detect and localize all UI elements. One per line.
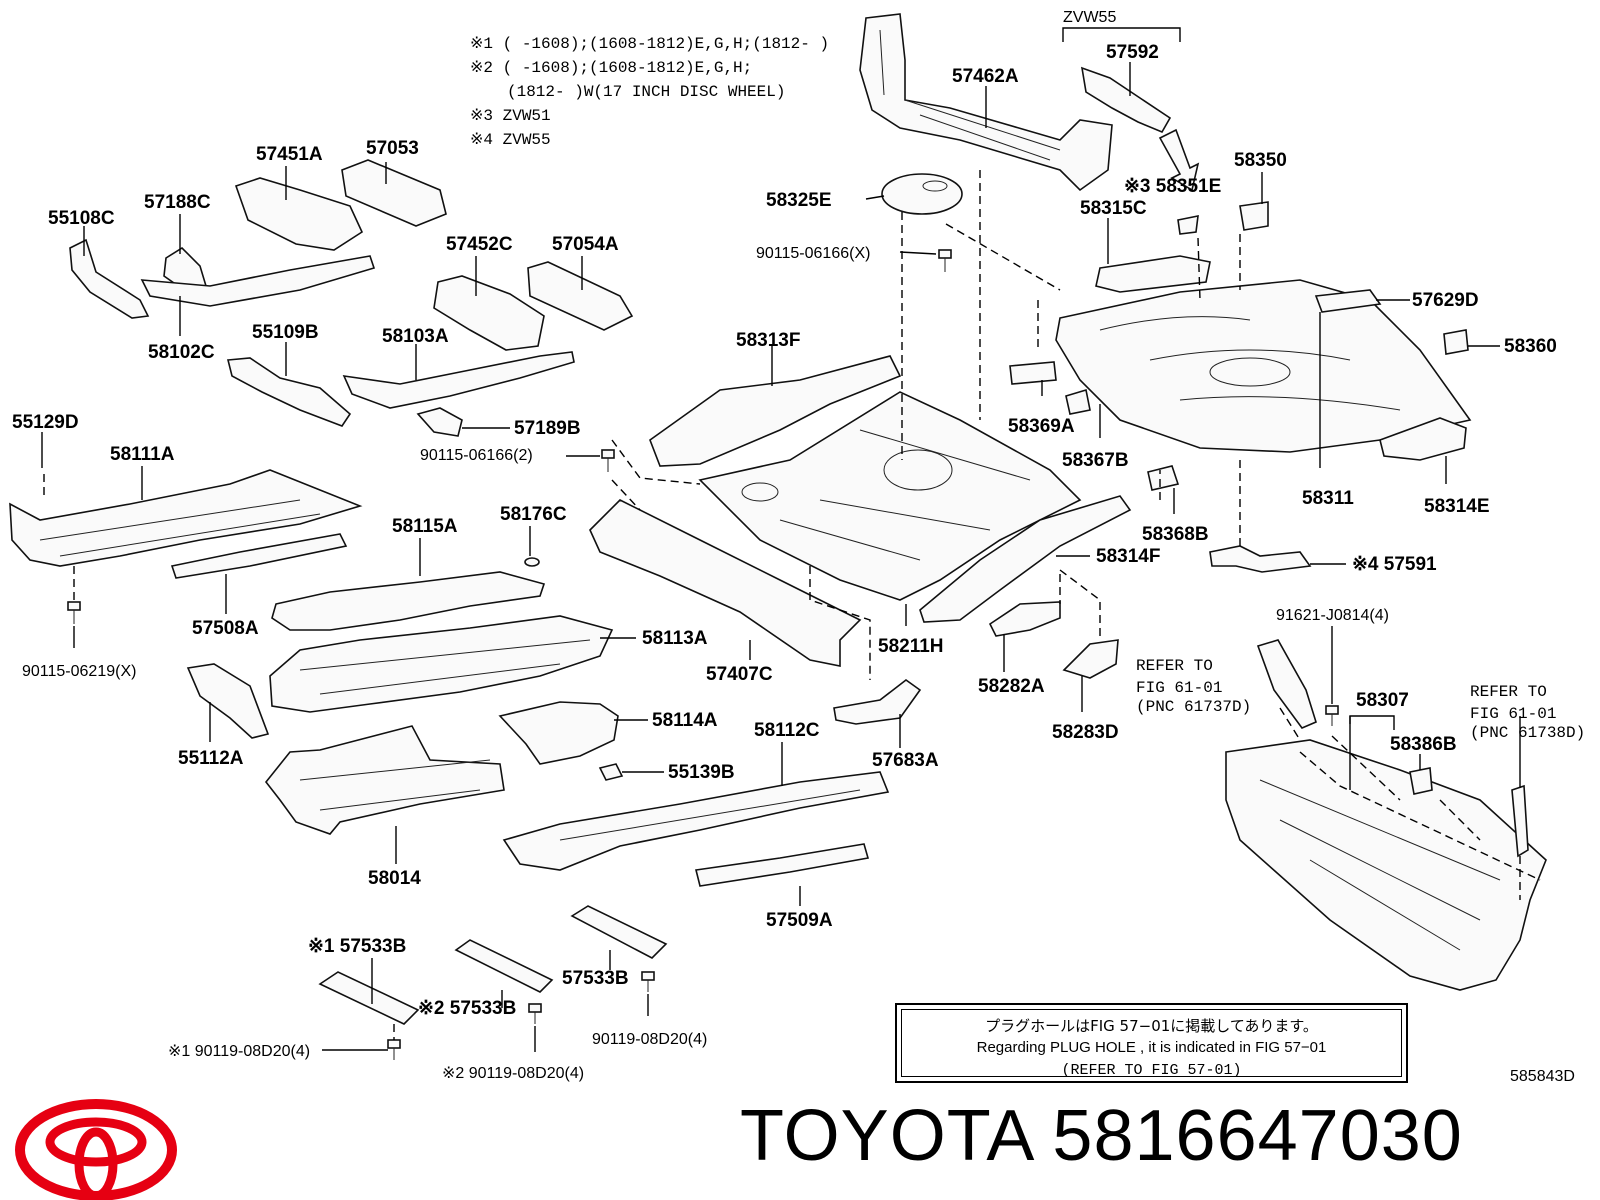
part-number: 5816647030 [1052,1096,1463,1176]
part-label-57188C: 57188C [144,192,211,213]
part-label-57189B: 57189B [514,418,581,439]
clip-icon [524,557,540,567]
brand-part-number: TOYOTA 5816647030 [740,1095,1463,1177]
note-1: ※1 ( -1608);(1608-1812)E,G,H;(1812- ) [470,35,829,53]
part-labels: 57592 57462A 58350 ※3 58351E 58325E 5831… [12,42,1557,1082]
part-label-58313F: 58313F [736,330,800,351]
bolt-icon [387,1039,401,1060]
part-label-58283D: 58283D [1052,722,1119,743]
part-label-57533B-3: 57533B [562,968,629,989]
part-label-57592: 57592 [1106,42,1159,63]
part-label-57533B-2: ※2 57533B [418,998,516,1019]
arrow-icon [1158,128,1200,192]
refer-line-3: (PNC 61737D) [1136,698,1251,716]
part-label-57054A: 57054A [552,234,619,255]
part-label-90115-06166X: 90115-06166(X) [756,245,870,262]
refer-line-2: FIG 61-01 [1136,679,1222,697]
part-label-57462A: 57462A [952,66,1019,87]
group-label: ZVW55 [1063,9,1116,26]
part-label-57407C: 57407C [706,664,773,685]
part-label-55109B: 55109B [252,322,319,343]
part-label-55108C: 55108C [48,208,115,229]
refer-line-1: REFER TO [1136,657,1213,675]
part-label-58369A: 58369A [1008,416,1075,437]
part-label-55112A: 55112A [178,748,244,769]
refer-line-1: REFER TO [1470,683,1547,701]
bolt-icon [938,249,952,272]
part-label-58315C: 58315C [1080,198,1147,219]
part-label-58311: 58311 [1302,488,1354,509]
part-label-58115A: 58115A [392,516,458,537]
part-label-55139B: 55139B [668,762,735,783]
note-4: ※4 ZVW55 [470,131,551,149]
brand-name: TOYOTA [740,1096,1032,1176]
applicability-notes: ※1 ( -1608);(1608-1812)E,G,H;(1812- ) ※2… [470,35,829,149]
part-label-90115-06166-2: 90115-06166(2) [420,447,533,464]
note-2: ※2 ( -1608);(1608-1812)E,G,H; [470,59,752,77]
refer-note-61738D: REFER TO FIG 61-01 (PNC 61738D) [1470,683,1585,742]
fasteners [67,249,1339,1060]
part-label-58176C: 58176C [500,504,567,525]
refer-line-3: (PNC 61738D) [1470,724,1585,742]
part-label-58386B: 58386B [1390,734,1457,755]
bolt-icon [528,1003,542,1024]
part-label-58282A: 58282A [978,676,1045,697]
part-label-58351E: ※3 58351E [1124,176,1221,197]
part-label-90119-08D20-a: 90119-08D20(4) [592,1031,707,1048]
part-label-57053: 57053 [366,138,419,159]
part-label-58368B: 58368B [1142,524,1209,545]
part-label-55129D: 55129D [12,412,79,433]
part-label-58350: 58350 [1234,150,1287,171]
part-label-58102C: 58102C [148,342,215,363]
leader-lines [41,62,1521,1052]
part-label-57591: ※4 57591 [1352,554,1437,575]
part-label-90119-08D20-1: ※1 90119-08D20(4) [168,1043,310,1060]
bolt-icon [67,601,81,624]
part-label-57508A: 57508A [192,618,259,639]
plug-hole-note: プラグホールはFIG 57−01に掲載してあります。 Regarding PLU… [895,1003,1408,1083]
part-label-57533B-1: ※1 57533B [308,936,406,957]
part-label-58360: 58360 [1504,336,1557,357]
plug-note-jp: プラグホールはFIG 57−01に掲載してあります。 [985,1017,1318,1035]
part-label-57629D: 57629D [1412,290,1479,311]
part-label-58314F: 58314F [1096,546,1160,567]
plug-note-ref: (REFER TO FIG 57-01) [1061,1062,1242,1079]
group-bracket-zvw55: ZVW55 [1062,9,1181,42]
toyota-logo-icon [15,1099,177,1200]
part-label-57451A: 57451A [256,144,323,165]
part-shapes [9,13,1547,1025]
part-label-58325E: 58325E [766,190,832,211]
part-label-58367B: 58367B [1062,450,1129,471]
plug-note-en: Regarding PLUG HOLE , it is indicated in… [976,1039,1327,1056]
part-label-57509A: 57509A [766,910,833,931]
part-label-91621-J0814: 91621-J0814(4) [1276,607,1389,624]
part-label-90119-08D20-2: ※2 90119-08D20(4) [442,1065,584,1082]
part-label-58113A: 58113A [642,628,708,649]
part-label-58103A: 58103A [382,326,449,347]
part-label-90115-06219X: 90115-06219(X) [22,663,136,680]
diagram-code: 585843D [1510,1068,1575,1085]
note-3: ※3 ZVW51 [470,107,551,125]
part-label-58314E: 58314E [1424,496,1490,517]
part-label-58014: 58014 [368,868,421,889]
bolt-icon [1325,705,1339,726]
note-2b: (1812- )W(17 INCH DISC WHEEL) [507,83,785,101]
part-label-58307: 58307 [1356,690,1409,711]
bolt-icon [641,971,655,992]
part-label-57452C: 57452C [446,234,513,255]
refer-line-2: FIG 61-01 [1470,705,1556,723]
part-label-58114A: 58114A [652,710,718,731]
part-label-58111A: 58111A [110,444,175,465]
part-label-57683A: 57683A [872,750,939,771]
dashed-guides [43,170,1541,1040]
part-label-58211H: 58211H [878,636,944,657]
plug-hole-note-inner: プラグホールはFIG 57−01に掲載してあります。 Regarding PLU… [901,1009,1402,1079]
refer-note-61737D: REFER TO FIG 61-01 (PNC 61737D) [1136,657,1251,716]
part-label-58112C: 58112C [754,720,820,741]
bolt-icon [601,449,615,472]
